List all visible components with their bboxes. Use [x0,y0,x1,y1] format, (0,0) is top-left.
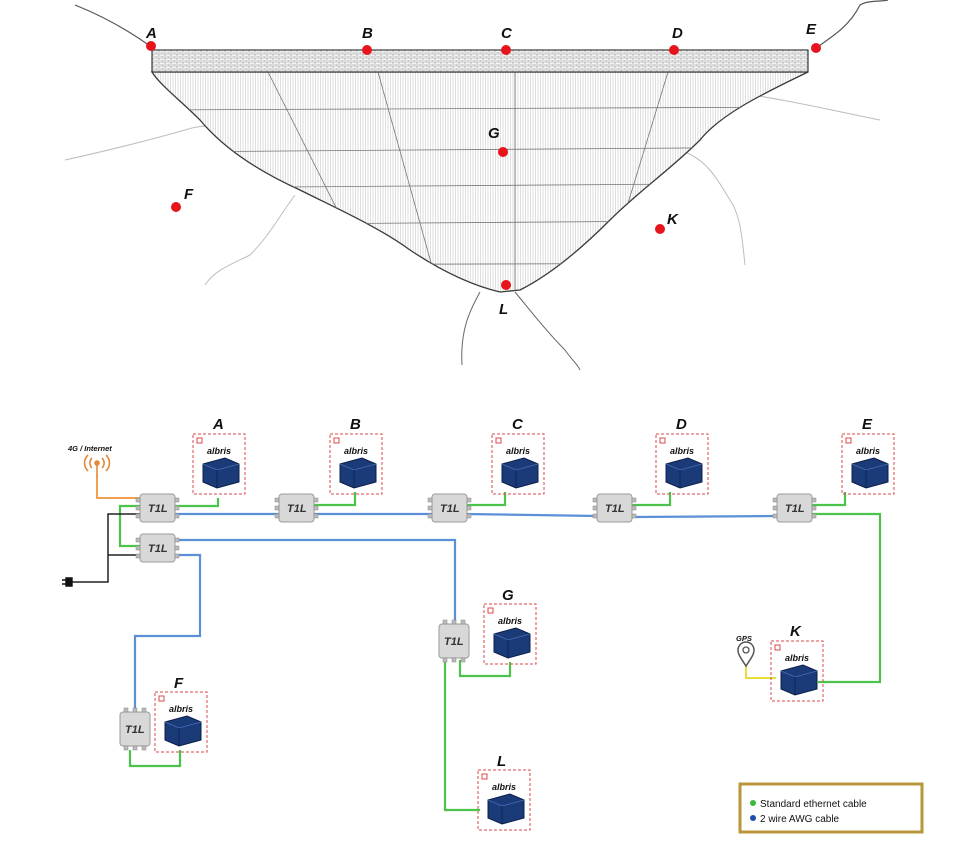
t1l-switch: T1L [772,493,817,523]
terrain-outline-left [74,4,151,47]
marker-b [362,45,372,55]
device-brand: albris [344,446,368,456]
legend-label-awg: 2 wire AWG cable [760,814,840,825]
device-brand: albris [492,782,516,792]
node-label-d: D [676,416,687,433]
device-brand: albris [207,446,231,456]
marker-d [669,45,679,55]
tributary-right-2 [679,149,746,266]
map-label-f: F [184,186,194,203]
legend-dot-awg [750,815,756,821]
terrain-outline-right [815,0,889,49]
switch-label: T1L [148,543,168,555]
legend-dot-ethernet [750,800,756,806]
albris-device-e: albris [841,433,895,495]
switch-label: T1L [148,503,168,515]
switch-label: T1L [605,503,625,515]
marker-e [811,43,821,53]
albris-device-f: albris [154,691,208,753]
map-label-a: A [145,25,157,42]
albris-device-c: albris [491,433,545,495]
device-brand: albris [670,446,694,456]
tributary-left [64,125,226,161]
albris-device-b: albris [329,433,383,495]
dam-crest [151,49,809,73]
river-outlet-right [514,291,581,371]
node-label-l: L [497,753,506,770]
albris-device-g: albris [483,603,537,665]
internet-cable [96,475,140,499]
node-label-b: B [350,416,361,433]
device-brand: albris [498,616,522,626]
dam-map: A B C D E F G K L [64,0,889,371]
t1l-switch: T1L [119,707,151,751]
map-label-d: D [672,25,683,42]
tributary-left-2 [204,194,296,286]
marker-a [146,41,156,51]
switch-label: T1L [444,636,464,648]
t1l-switch: T1L [592,493,637,523]
awg-cables [133,512,781,712]
albris-device-k: albris [770,640,824,702]
switch-label: T1L [125,724,145,736]
device-brand: albris [856,446,880,456]
river-outlet-left [461,291,481,366]
node-label-f: F [174,675,184,692]
t1l-switch: T1L [135,533,180,563]
marker-g [498,147,508,157]
map-label-l: L [499,301,508,318]
albris-device-l: albris [477,769,531,831]
map-label-b: B [362,25,373,42]
power-cable [72,513,140,583]
gps-cable [745,665,776,679]
map-markers [146,41,821,290]
marker-f [171,202,181,212]
legend-label-ethernet: Standard ethernet cable [760,799,867,810]
switch-label: T1L [440,503,460,515]
power-plug-icon [62,577,73,587]
albris-device-a: albris [192,433,246,495]
marker-l [501,280,511,290]
device-brand: albris [785,653,809,663]
t1l-switch: T1L [135,493,180,523]
gps-icon [737,641,755,668]
map-label-k: K [667,211,679,228]
antenna-icon [83,454,111,476]
node-label-k: K [790,623,802,640]
legend: Standard ethernet cable 2 wire AWG cable [738,782,924,834]
map-label-c: C [501,25,513,42]
dam-face [150,71,809,293]
t1l-switch: T1L [427,493,472,523]
albris-devices: albris A albris B albris [154,416,895,831]
ethernet-cables [118,492,882,812]
map-label-g: G [488,125,500,142]
internet-label: 4G / Internet [67,444,112,453]
marker-k [655,224,665,234]
albris-device-d: albris [655,433,709,495]
map-labels: A B C D E F G K L [145,21,817,318]
t1l-switches: T1L T1L T1L T1L [119,493,817,751]
switch-label: T1L [287,503,307,515]
marker-c [501,45,511,55]
t1l-switch: T1L [438,619,470,663]
t1l-switch: T1L [274,493,319,523]
node-label-e: E [862,416,873,433]
node-label-c: C [512,416,524,433]
map-label-e: E [806,21,817,38]
device-brand: albris [169,704,193,714]
switch-label: T1L [785,503,805,515]
device-brand: albris [506,446,530,456]
gps-label: GPS [736,634,752,643]
node-label-g: G [502,587,514,604]
network-diagram: 4G / Internet GPS T1L T1L [62,416,924,834]
node-label-a: A [212,416,224,433]
